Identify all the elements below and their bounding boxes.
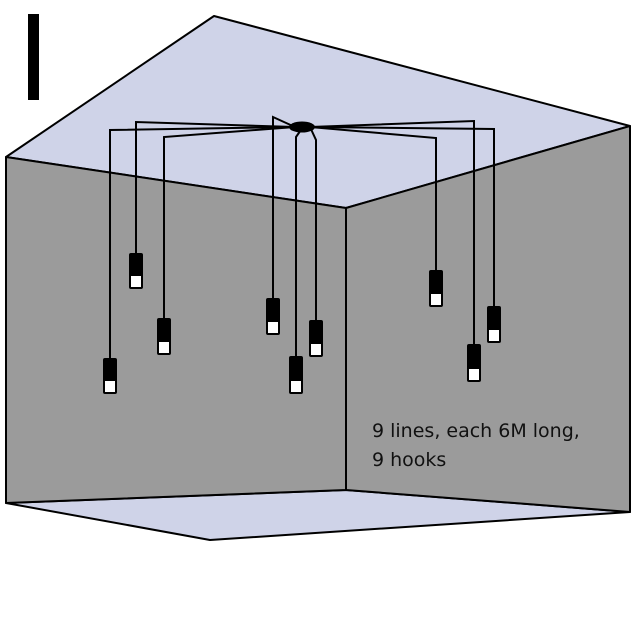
pendant-lamp-9 bbox=[487, 306, 501, 343]
pendant-lamps bbox=[103, 253, 501, 394]
pendant-lamp-4 bbox=[266, 298, 280, 335]
cable-4 bbox=[272, 115, 296, 300]
spec-caption: 9 lines, each 6M long, 9 hooks bbox=[372, 417, 634, 475]
spec-caption-line-1: 9 lines, each 6M long, bbox=[372, 420, 580, 442]
marker-bar bbox=[28, 14, 39, 100]
spec-caption-line-2: 9 hooks bbox=[372, 449, 447, 471]
cable-7 bbox=[309, 126, 437, 272]
cable-6 bbox=[309, 126, 317, 322]
pendant-lamp-7 bbox=[429, 270, 443, 307]
cable-2 bbox=[135, 120, 296, 255]
pendant-lamp-6 bbox=[309, 320, 323, 357]
cable-8 bbox=[309, 119, 475, 346]
pendant-lamp-3 bbox=[157, 318, 171, 355]
ceiling-canopy bbox=[289, 121, 315, 133]
pendant-lamp-8 bbox=[467, 344, 481, 382]
cable-1 bbox=[109, 126, 296, 360]
pendant-lamp-5 bbox=[289, 356, 303, 394]
pendant-cables bbox=[109, 115, 495, 360]
pendant-lamp-2 bbox=[129, 253, 143, 289]
pendant-lamp-1 bbox=[103, 358, 117, 394]
cable-3 bbox=[163, 126, 296, 320]
cable-9 bbox=[309, 126, 495, 308]
